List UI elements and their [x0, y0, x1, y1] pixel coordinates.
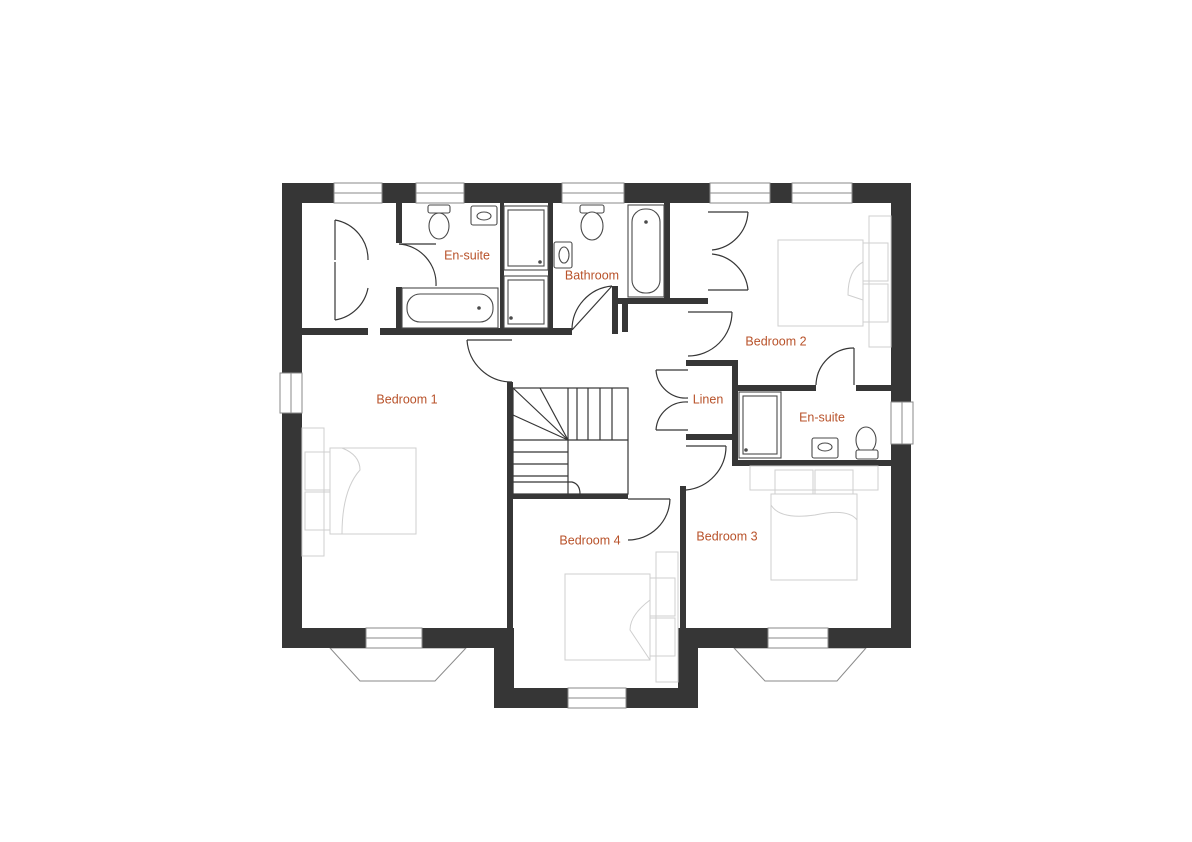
- label-bedroom-3: Bedroom 3: [696, 529, 757, 543]
- doors: [334, 211, 855, 541]
- label-ensuite-2: En-suite: [799, 410, 845, 424]
- staircase: [512, 387, 629, 495]
- label-ensuite-1: En-suite: [444, 248, 490, 262]
- sanitary-fixtures: [401, 204, 879, 460]
- label-bedroom-1: Bedroom 1: [376, 392, 437, 406]
- label-bedroom-4: Bedroom 4: [559, 533, 620, 547]
- label-linen: Linen: [693, 392, 724, 406]
- windows: [279, 182, 914, 709]
- label-bathroom: Bathroom: [565, 268, 619, 282]
- bay-windows: [328, 647, 868, 682]
- room-labels: En-suite Bathroom Bedroom 2 Bedroom 1 Li…: [376, 248, 845, 547]
- furniture: [301, 215, 892, 683]
- interior-walls: [302, 203, 891, 628]
- label-bedroom-2: Bedroom 2: [745, 334, 806, 348]
